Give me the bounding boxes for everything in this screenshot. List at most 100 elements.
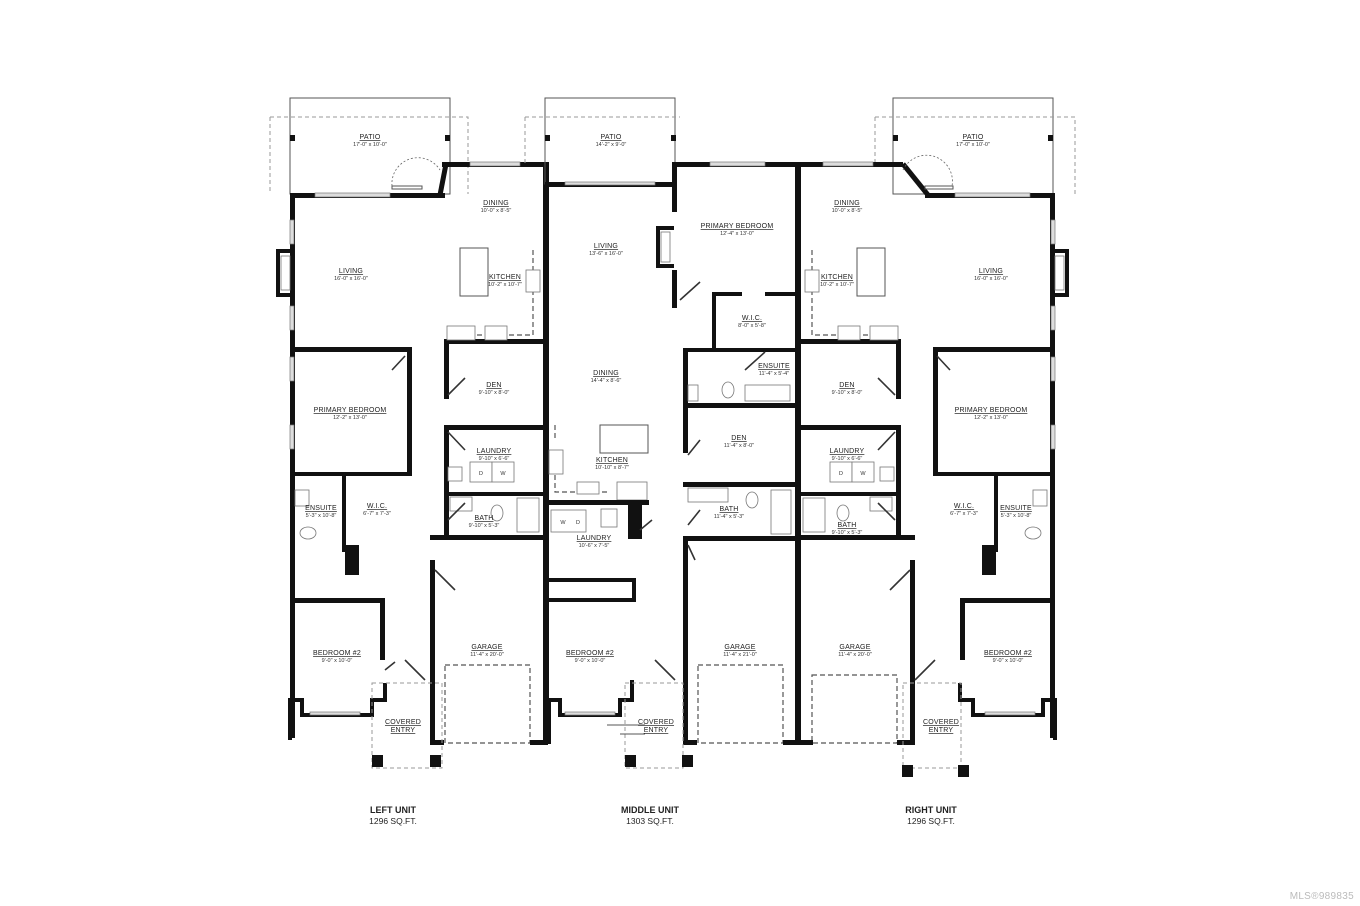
window: [469, 161, 521, 167]
door-swing: [391, 157, 441, 187]
wall: [683, 348, 795, 352]
window: [822, 161, 874, 167]
ensuite-sink: [294, 489, 310, 507]
left-dining-dim: 10'-0" x 8'-5": [481, 208, 512, 214]
right-bath-label: BATH: [838, 522, 857, 529]
toilet: [745, 491, 759, 509]
middle-bath-dim: 11'-4" x 5'-3": [714, 514, 744, 520]
middle-kitchen-dim: 10'-10" x 8'-7": [595, 465, 629, 471]
wall: [712, 292, 742, 296]
window: [954, 192, 1031, 198]
right-living-dim: 16'-0" x 16'-0": [974, 276, 1008, 282]
door: [639, 519, 653, 531]
kitchen-island: [856, 247, 886, 297]
wall: [982, 545, 996, 575]
left-unit-title: LEFT UNIT: [370, 805, 416, 815]
fridge: [616, 481, 648, 501]
door: [687, 544, 696, 561]
middle-covered-entry-label: COVERED: [638, 719, 674, 726]
middle-wic-label: W.I.C.: [742, 315, 762, 322]
counter-outline: [554, 425, 610, 493]
left-laundry-dim: 9'-10" x 6'-6": [479, 456, 510, 462]
right-primary-bedroom-label: PRIMARY BEDROOM: [955, 407, 1028, 414]
sink: [548, 449, 564, 475]
right-unit-area: 1296 SQ.FT.: [907, 816, 955, 826]
wall: [801, 492, 901, 496]
counter-outline: [460, 250, 534, 336]
middle-unit: PATIO 14'-2" x 9'-0": [524, 97, 801, 769]
right-patio-dim: 17'-0" x 10'-0": [956, 142, 990, 148]
wall: [672, 270, 677, 308]
wall: [549, 500, 649, 505]
left-primary-bedroom-label: PRIMARY BEDROOM: [314, 407, 387, 414]
wall: [288, 683, 387, 740]
wall: [1053, 293, 1069, 297]
left-covered-entry-label: COVERED: [385, 719, 421, 726]
door: [391, 185, 423, 190]
window: [709, 161, 766, 167]
laundry-sink: [447, 466, 463, 482]
wall: [683, 482, 795, 487]
middle-dining-dim: 14'-4" x 8'-6": [591, 378, 622, 384]
middle-living-dim: 13'-6" x 16'-0": [589, 251, 623, 257]
door: [654, 659, 676, 681]
door: [687, 439, 701, 456]
window: [314, 192, 391, 198]
right-patio-roofline: [874, 116, 1076, 194]
middle-living-label: LIVING: [594, 243, 618, 250]
laundry-sink: [879, 466, 895, 482]
right-unit-title: RIGHT UNIT: [905, 805, 957, 815]
left-kitchen-dim: 10'-2" x 10'-7": [488, 282, 522, 288]
sliding-door: [564, 181, 656, 186]
wall: [290, 598, 385, 603]
right-kitchen-label: KITCHEN: [821, 274, 853, 281]
window: [1050, 219, 1056, 245]
window: [1050, 356, 1056, 382]
garage-door-outline: [697, 664, 784, 744]
left-unit: PATIO 17'-0" x 10'-0": [269, 97, 549, 769]
left-patio-roofline: [270, 116, 469, 194]
party-wall: [543, 162, 549, 744]
left-garage-label: GARAGE: [471, 644, 502, 651]
wall: [430, 560, 435, 744]
middle-laundry-label: LAUNDRY: [577, 535, 612, 542]
wall: [683, 403, 795, 408]
kitchen-island: [459, 247, 489, 297]
door: [889, 569, 911, 591]
bath-sink: [869, 496, 893, 512]
left-den-label: DEN: [486, 382, 501, 389]
right-primary-bedroom-dim: 12'-2" x 13'-0": [974, 415, 1008, 421]
wall: [933, 347, 938, 472]
wall: [656, 264, 674, 268]
door: [384, 661, 396, 671]
shower: [687, 384, 699, 402]
right-ensuite-dim: 5'-3" x 10'-8": [1001, 513, 1032, 519]
right-wic-label: W.I.C.: [954, 503, 974, 510]
right-den-dim: 9'-10" x 8'-0": [832, 390, 863, 396]
middle-bath-label: BATH: [720, 506, 739, 513]
middle-primary-bedroom-label: PRIMARY BEDROOM: [701, 223, 774, 230]
left-ensuite-dim: 5'-3" x 10'-8": [306, 513, 337, 519]
garage-door-outline: [811, 674, 898, 744]
middle-patio-outline: [544, 97, 676, 185]
door: [391, 355, 406, 371]
left-laundry-label: LAUNDRY: [477, 448, 512, 455]
mls-watermark: MLS®989835: [1289, 891, 1354, 902]
right-covered-entry-label-2: ENTRY: [929, 727, 954, 734]
left-patio-dim: 17'-0" x 10'-0": [353, 142, 387, 148]
door: [914, 659, 936, 681]
middle-bedroom2-dim: 9'-0" x 10'-0": [575, 658, 606, 664]
right-kitchen-dim: 10'-2" x 10'-7": [820, 282, 854, 288]
wall: [276, 249, 292, 253]
entry-leader-lines: [607, 724, 645, 735]
wall: [290, 347, 412, 352]
toilet: [299, 526, 317, 540]
right-ensuite-label: ENSUITE: [1000, 505, 1032, 512]
door: [447, 377, 466, 396]
left-den-dim: 9'-10" x 8'-0": [479, 390, 510, 396]
washer-label: W: [560, 520, 566, 526]
covered-entry-outline: [902, 682, 962, 769]
wall: [683, 348, 688, 403]
fridge: [869, 325, 899, 341]
door: [744, 351, 766, 371]
